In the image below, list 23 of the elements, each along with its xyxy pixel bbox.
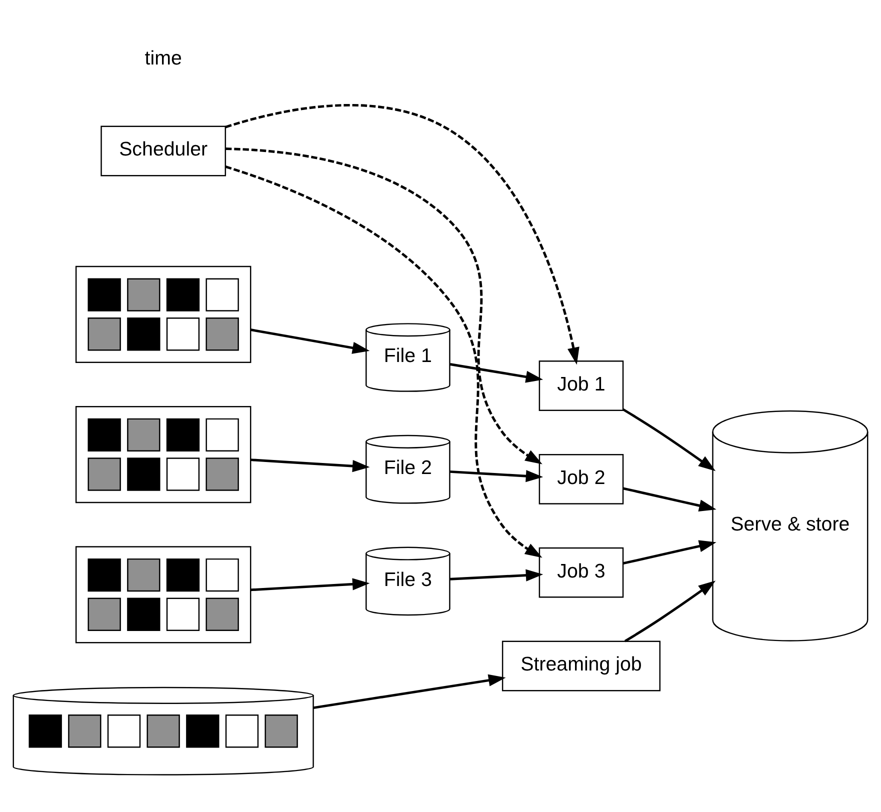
arrow	[250, 578, 370, 591]
node-box	[75, 406, 252, 503]
arrow	[250, 458, 370, 472]
arrow	[225, 104, 580, 364]
node-box	[75, 546, 252, 643]
arrow	[225, 165, 542, 558]
arrow	[450, 362, 544, 382]
node-box: Job 2	[538, 453, 624, 504]
node-box: Streaming job	[502, 640, 661, 691]
arrow	[313, 674, 506, 709]
arrow	[624, 580, 716, 642]
node-box	[75, 265, 252, 363]
arrow	[623, 486, 716, 512]
node-box: Job 1	[538, 360, 624, 410]
arrow	[450, 568, 544, 581]
arrow	[226, 147, 542, 464]
node-box: Scheduler	[100, 125, 226, 176]
label: time	[144, 47, 182, 70]
node-box: Job 3	[538, 546, 624, 598]
arrow	[622, 540, 716, 564]
arrow	[250, 328, 370, 354]
arrow	[450, 470, 544, 482]
arrow	[622, 408, 716, 471]
